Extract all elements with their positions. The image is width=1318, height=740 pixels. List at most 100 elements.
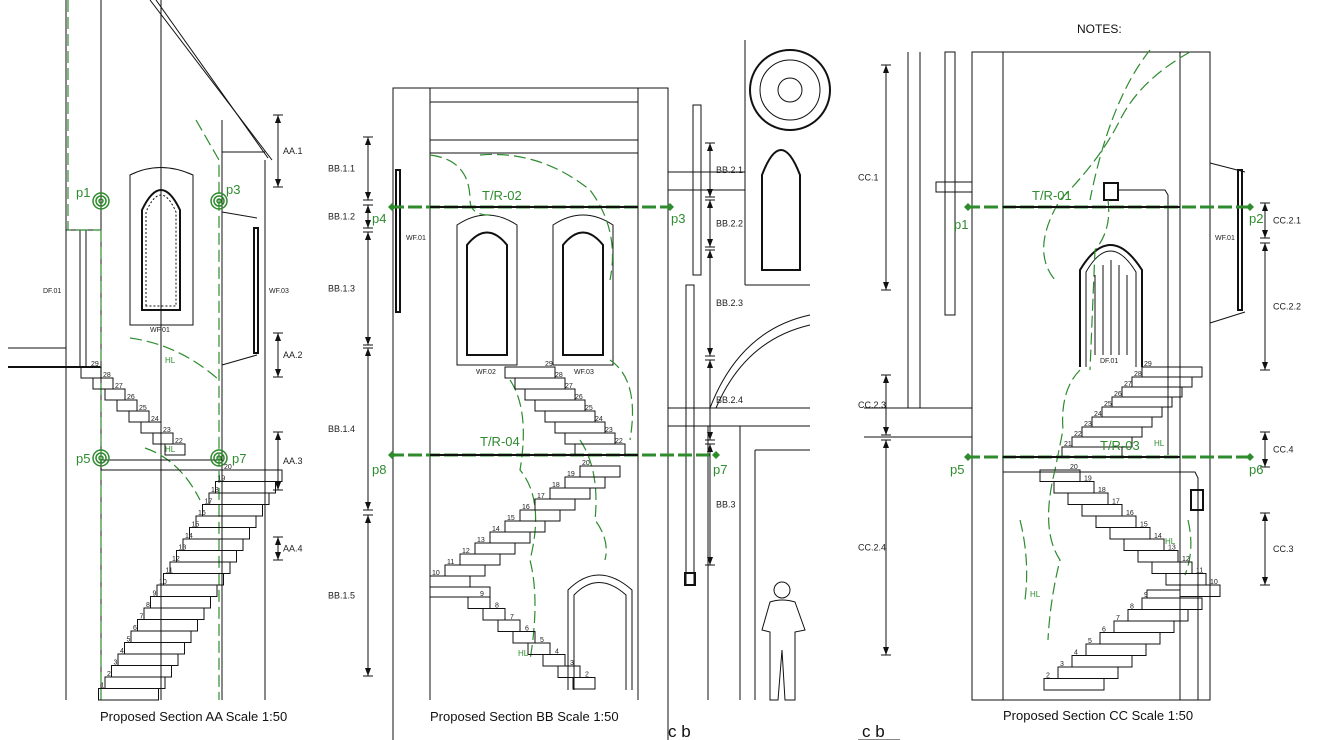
stair-step-number: 28: [103, 372, 111, 379]
svg-text:BB.2.1: BB.2.1: [716, 165, 743, 175]
stair-step-number: 20: [1070, 464, 1078, 471]
stair-step-number: 10: [159, 579, 167, 586]
label-hl: HL: [1165, 537, 1176, 546]
svg-text:p7: p7: [232, 451, 246, 466]
svg-text:p2: p2: [1249, 211, 1263, 226]
survey-point-p8: p8: [372, 451, 396, 477]
stair-step-number: 6: [133, 625, 137, 632]
stair-step-number: 6: [525, 626, 529, 633]
label-wf02: WF.02: [476, 369, 496, 376]
section-aa: 2928272625242322201918171615141312111098…: [8, 0, 303, 724]
stair-step: [564, 432, 616, 445]
stair-step: [1141, 366, 1203, 378]
section-marker-cb: c b: [862, 722, 885, 740]
stair-step: [574, 443, 626, 456]
stair-step-number: 28: [555, 372, 563, 379]
label-df01: DF.01: [1100, 358, 1118, 365]
stair-step-number: 11: [166, 568, 173, 575]
arched-door-df01: [1079, 244, 1143, 367]
stair-step: [1043, 678, 1105, 691]
label-wf03: WF.03: [269, 288, 289, 295]
stair-step: [92, 377, 114, 390]
stair-step-number: 29: [1144, 361, 1152, 368]
svg-text:BB.3: BB.3: [716, 500, 736, 510]
dimension-cc-1: CC.1: [858, 64, 891, 291]
stair-step-number: 14: [185, 533, 193, 540]
survey-point-p5: p5: [76, 449, 110, 467]
stair-step-number: 13: [1168, 545, 1176, 552]
stair-step: [1131, 376, 1193, 388]
dimension-aa-3: AA.3: [273, 431, 303, 491]
stair-step-number: 8: [146, 602, 150, 609]
dimension-bb-1-5: BB.1.5: [328, 514, 373, 677]
stair-step-number: 17: [537, 493, 545, 500]
stair-step: [128, 410, 150, 423]
stair-step: [549, 487, 591, 500]
stair-step-number: 4: [1074, 650, 1078, 657]
stair-step-number: 26: [127, 394, 135, 401]
tr-03-label: T/R-03: [1100, 438, 1140, 453]
human-figure: [761, 581, 806, 701]
stair-step-number: 7: [1116, 615, 1120, 622]
svg-text:BB.1.2: BB.1.2: [328, 212, 355, 222]
stair-step: [150, 596, 211, 609]
dimension-bb-1-2: BB.1.2: [328, 204, 373, 229]
stair-step: [1165, 573, 1207, 586]
stair-step-number: 24: [595, 416, 603, 423]
stair-step: [1099, 632, 1161, 645]
stair-step: [104, 388, 126, 401]
label-df01: DF.01: [43, 288, 61, 295]
stair-step: [572, 677, 596, 690]
stair-step: [208, 492, 270, 505]
stair-step: [1137, 550, 1179, 563]
stair-step-number: 16: [522, 504, 530, 511]
stair-step-number: 15: [1140, 522, 1148, 529]
caption-section-aa: Proposed Section AA Scale 1:50: [100, 709, 287, 724]
stair-step-number: 27: [565, 383, 573, 390]
stair-step-number: 18: [1098, 487, 1106, 494]
survey-point-p7: p7: [712, 451, 727, 477]
dimension-cc-2-3: CC.2.3: [858, 374, 891, 436]
svg-text:BB.1.3: BB.1.3: [328, 284, 355, 294]
stair-step-number: 2: [107, 671, 111, 678]
stair-step-number: 1: [101, 683, 105, 690]
stair-step-number: 4: [555, 649, 559, 656]
stair-step-number: 25: [139, 405, 147, 412]
stair-step: [98, 688, 159, 701]
dimension-bb-2-4: BB.2.4: [705, 359, 743, 441]
svg-text:BB.1.4: BB.1.4: [328, 424, 355, 434]
stair-step-number: 12: [1182, 556, 1190, 563]
stair-step-number: 19: [567, 471, 575, 478]
stair-step: [116, 399, 138, 412]
stair-step: [459, 553, 501, 566]
stair-step-number: 20: [582, 460, 590, 467]
stair-step: [474, 542, 516, 555]
stair-step-number: 14: [1154, 533, 1162, 540]
stair-step: [482, 608, 506, 621]
svg-text:p7: p7: [713, 462, 727, 477]
caption-section-bb: Proposed Section BB Scale 1:50: [430, 709, 619, 724]
notes-heading: NOTES:: [1077, 22, 1122, 36]
stair-step: [111, 665, 172, 678]
window-wf02: [456, 214, 518, 366]
stair-step: [514, 377, 566, 390]
label-hl: HL: [518, 649, 529, 658]
stair-step-number: 24: [1094, 411, 1102, 418]
svg-text:BB.1.1: BB.1.1: [328, 164, 355, 174]
stair-step-number: 3: [114, 660, 118, 667]
svg-text:CC.2.2: CC.2.2: [1273, 302, 1301, 312]
stair-step: [504, 520, 546, 533]
stair-step: [182, 538, 244, 551]
stair-step: [176, 550, 237, 563]
stair-step-number: 9: [153, 591, 157, 598]
stair-step-number: 21: [1064, 441, 1072, 448]
tr-02-label: T/R-02: [482, 188, 522, 203]
stair-step: [1141, 597, 1203, 610]
stair-step-number: 12: [172, 556, 180, 563]
stair-step-number: 10: [432, 570, 440, 577]
stair-step-number: 3: [570, 660, 574, 667]
window-upper: [761, 149, 801, 271]
svg-text:AA.1: AA.1: [283, 146, 303, 156]
svg-text:BB.1.5: BB.1.5: [328, 591, 355, 601]
